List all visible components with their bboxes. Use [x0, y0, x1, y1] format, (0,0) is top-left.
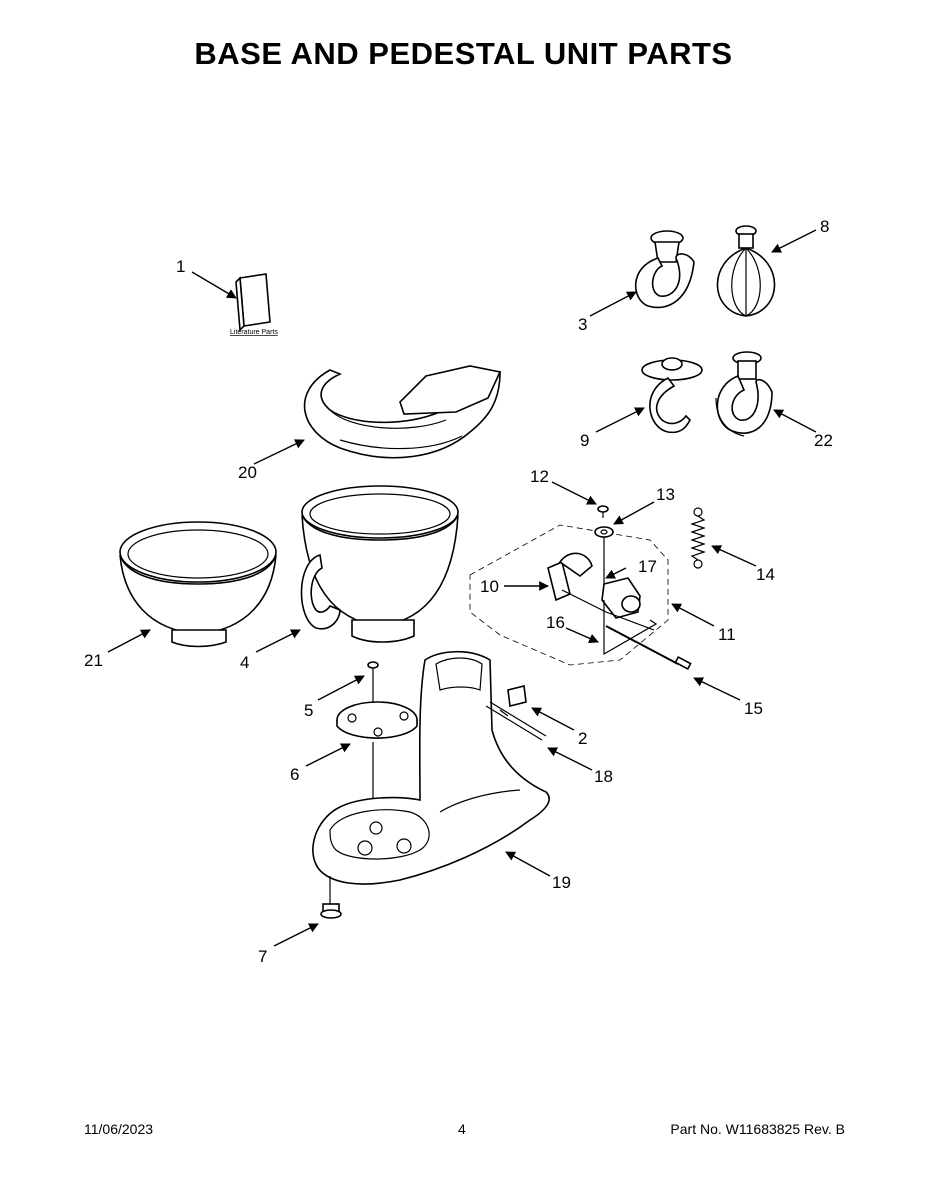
callout-2: 2 — [578, 729, 587, 748]
hinge-cover — [507, 685, 527, 707]
wire-whip — [716, 225, 776, 317]
flat-beater — [634, 230, 695, 309]
literature-booklet: Literature Parts — [230, 273, 278, 336]
callout-16: 16 — [546, 613, 565, 632]
callout-labels: 1 3 8 9 22 20 12 13 14 10 17 11 16 15 21… — [84, 217, 833, 966]
spring — [690, 507, 706, 569]
locking-lever — [547, 552, 607, 613]
dough-hook — [641, 357, 703, 434]
leader-arrows — [107, 229, 817, 947]
callout-22: 22 — [814, 431, 833, 450]
base-foot — [320, 876, 342, 919]
callout-21: 21 — [84, 651, 103, 670]
callout-14: 14 — [756, 565, 775, 584]
callout-4: 4 — [240, 653, 249, 672]
screw — [367, 661, 379, 705]
callout-1: 1 — [176, 257, 185, 276]
assembly-outline — [469, 524, 669, 666]
lift-shaft — [605, 625, 692, 671]
callout-19: 19 — [552, 873, 571, 892]
page-title: BASE AND PEDESTAL UNIT PARTS — [194, 36, 733, 71]
callout-10: 10 — [480, 577, 499, 596]
footer-part-number: Part No. W11683825 Rev. B — [670, 1121, 845, 1137]
callout-12: 12 — [530, 467, 549, 486]
pedestal-base — [312, 650, 550, 885]
clamp-plate — [336, 701, 418, 826]
literature-label: Literature Parts — [230, 329, 278, 336]
callout-8: 8 — [820, 217, 829, 236]
stainless-bowl — [119, 521, 277, 648]
callout-17: 17 — [638, 557, 657, 576]
footer-date: 11/06/2023 — [84, 1121, 154, 1137]
pouring-shield — [303, 365, 502, 459]
handled-bowl — [300, 485, 459, 643]
callout-18: 18 — [594, 767, 613, 786]
lever-block — [601, 577, 641, 619]
callout-15: 15 — [744, 699, 763, 718]
footer-page-number: 4 — [458, 1121, 466, 1137]
callout-20: 20 — [238, 463, 257, 482]
hinge-pin — [485, 701, 547, 741]
flex-edge-beater — [715, 351, 773, 437]
callout-9: 9 — [580, 431, 589, 450]
callout-7: 7 — [258, 947, 267, 966]
callout-11: 11 — [718, 625, 736, 644]
washer — [594, 526, 614, 584]
small-screw — [597, 505, 609, 518]
callout-13: 13 — [656, 485, 675, 504]
callout-3: 3 — [578, 315, 587, 334]
callout-6: 6 — [290, 765, 299, 784]
callout-5: 5 — [304, 701, 313, 720]
